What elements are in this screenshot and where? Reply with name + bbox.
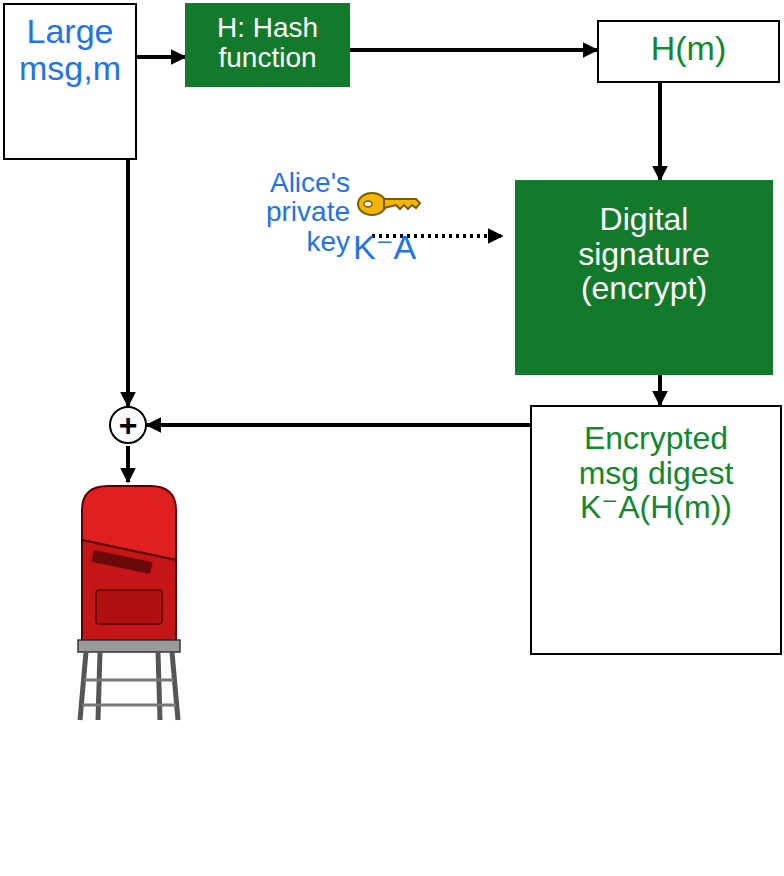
process-box: H: Hash function: [185, 3, 350, 87]
message-box: Large msg,m: [3, 3, 137, 160]
mailbox-icon: [78, 486, 180, 720]
node-text: H: Hash function: [191, 13, 344, 73]
signature-box: Encrypted msg digestK⁻A(H(m)): [530, 405, 782, 655]
sum-symbol: +: [119, 409, 138, 441]
node-text: H(m): [651, 30, 727, 67]
mailbox-arrow: [126, 446, 130, 482]
flow-arrow: [126, 160, 130, 406]
process-box: Digital signature (encrypt): [515, 180, 773, 375]
sum-circle: +: [109, 406, 147, 444]
node-text: Encrypted msg digest: [560, 421, 752, 490]
digest-box: H(m): [597, 20, 780, 83]
flow-arrow: [658, 83, 662, 180]
flow-arrow: [658, 375, 662, 405]
key-icon: [358, 193, 420, 215]
flow-arrow: [350, 48, 597, 52]
node-text: Large msg,m: [9, 13, 131, 86]
flow-arrow: [137, 55, 185, 59]
node-text: Digital signature (encrypt): [553, 202, 735, 306]
flow-arrow: [147, 423, 530, 427]
key-symbol: K⁻A: [353, 230, 473, 266]
key-label: Alice's private key: [225, 168, 350, 256]
node-text: K⁻A(H(m)): [580, 490, 732, 525]
